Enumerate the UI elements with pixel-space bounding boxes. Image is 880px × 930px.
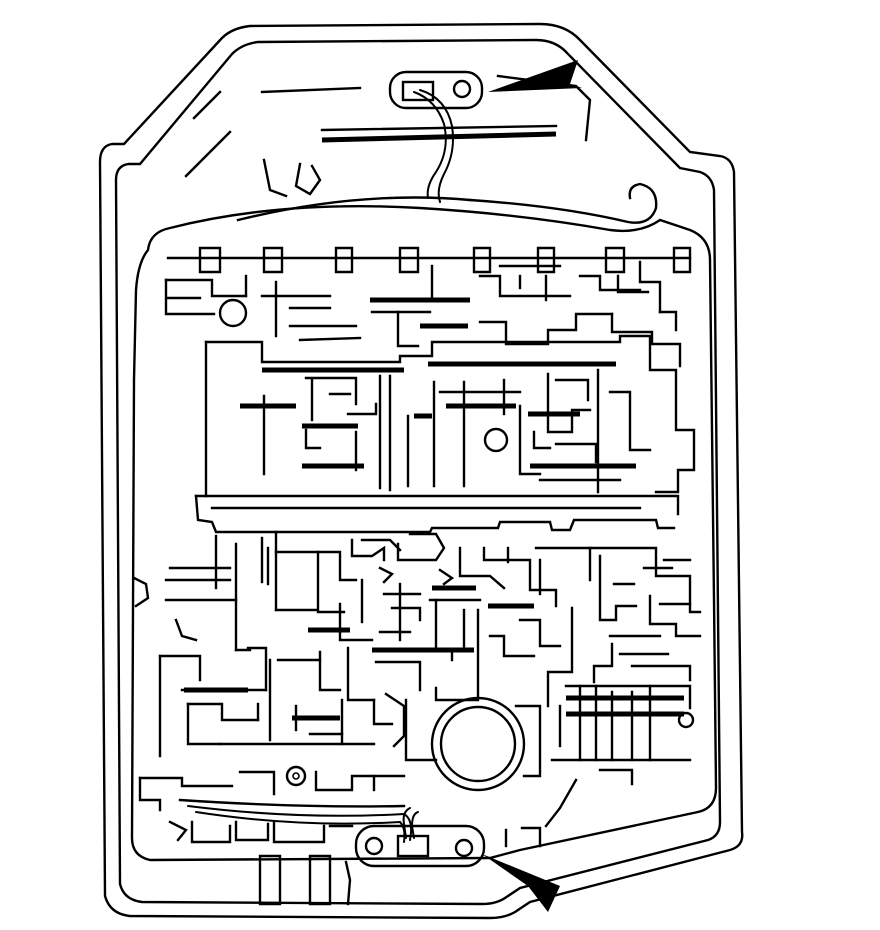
upper-bar <box>166 246 692 274</box>
separator-plate <box>194 494 680 534</box>
lower-valve-body <box>132 530 702 758</box>
lower-arrow-indicator <box>482 854 560 912</box>
right-valve-bank <box>544 684 695 828</box>
valve-body-housing <box>98 22 744 920</box>
upper-connector-plate <box>388 70 484 203</box>
upper-valve-detail <box>164 260 682 368</box>
lower-connector-plate <box>354 807 486 868</box>
top-region <box>184 74 658 224</box>
small-bolt-hole <box>285 765 307 787</box>
central-block <box>204 334 696 498</box>
upper-arrow-indicator <box>488 60 582 92</box>
lower-region <box>138 770 542 906</box>
accumulator-ring <box>404 696 542 792</box>
